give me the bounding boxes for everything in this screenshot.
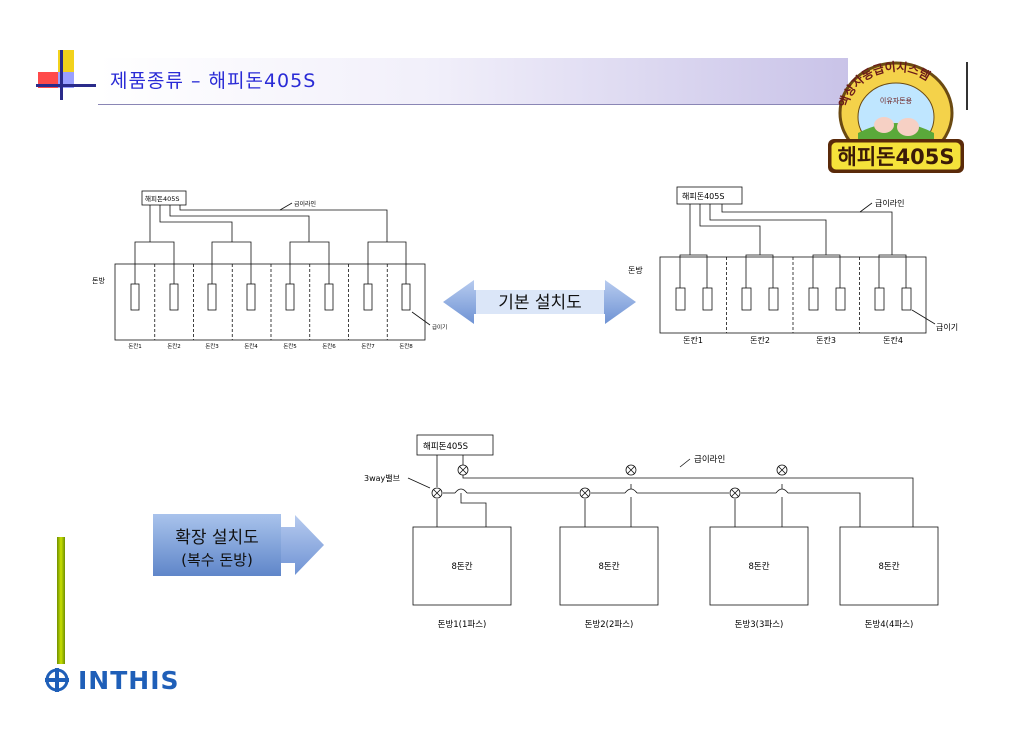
left-stall-label: 돈칸8 <box>399 343 413 350</box>
left-line-label: 급이라인 <box>294 200 316 208</box>
left-feeder-label: 급이기 <box>432 323 447 331</box>
extended-install-box <box>153 514 281 576</box>
left-room-label: 돈방 <box>92 276 105 285</box>
room-name-label: 돈방2(2파스) <box>585 619 634 630</box>
right-stall-label: 돈칸1 <box>683 335 703 345</box>
right-line-label: 급이라인 <box>875 198 904 208</box>
right-room-label: 돈방 <box>628 265 643 275</box>
valve-label: 3way밸브 <box>364 473 400 483</box>
extended-install-label: 확장 설치도 <box>175 528 259 548</box>
left-stall-label: 돈칸7 <box>361 343 375 350</box>
basic-install-label: 기본 설치도 <box>498 293 582 313</box>
left-stall-label: 돈칸6 <box>322 343 336 350</box>
valve-icons <box>431 464 788 499</box>
room-box-label: 8돈칸 <box>878 561 899 572</box>
right-arrow-icon <box>275 515 324 575</box>
room-box-label: 8돈칸 <box>748 561 769 572</box>
brand-cross-icon <box>45 668 69 692</box>
right-stall-label: 돈칸2 <box>750 335 770 345</box>
left-controller-label: 해피돈405S <box>145 194 179 203</box>
page-title: 제품종류 – 해피돈405S <box>110 70 317 92</box>
room-name-label: 돈방4(4파스) <box>865 619 914 630</box>
right-stall-label: 돈칸3 <box>816 335 836 345</box>
room-box-label: 8돈칸 <box>451 561 472 572</box>
ext-controller-label: 해피돈405S <box>423 442 468 452</box>
logo-sub-text: 이유자돈용 <box>880 96 913 105</box>
left-stall-label: 돈칸3 <box>205 343 219 350</box>
extended-install-sublabel: (복수 돈방) <box>181 551 253 569</box>
right-feeder-label: 급이기 <box>936 322 958 332</box>
brand-logo-text: INTHIS <box>78 666 180 695</box>
right-stall-label: 돈칸4 <box>883 335 903 345</box>
logo-product-text: 해피돈405S <box>838 145 955 169</box>
title-bar <box>98 58 848 105</box>
room-name-label: 돈방3(3파스) <box>735 619 784 630</box>
title-corner-decoration <box>36 50 96 100</box>
ext-line-label: 급이라인 <box>694 454 725 465</box>
room-name-label: 돈방1(1파스) <box>438 619 487 630</box>
left-stall-label: 돈칸1 <box>128 343 142 350</box>
right-controller-label: 해피돈405S <box>682 191 724 201</box>
decorative-bar <box>57 537 65 664</box>
happydon-logo: 액상자동급이시스템 이유자돈용 해피돈405S <box>828 59 964 173</box>
left-stall-label: 돈칸5 <box>283 343 297 350</box>
divider <box>966 62 968 110</box>
left-stall-label: 돈칸2 <box>167 343 181 350</box>
room-box-label: 8돈칸 <box>598 561 619 572</box>
left-stall-label: 돈칸4 <box>244 343 258 350</box>
